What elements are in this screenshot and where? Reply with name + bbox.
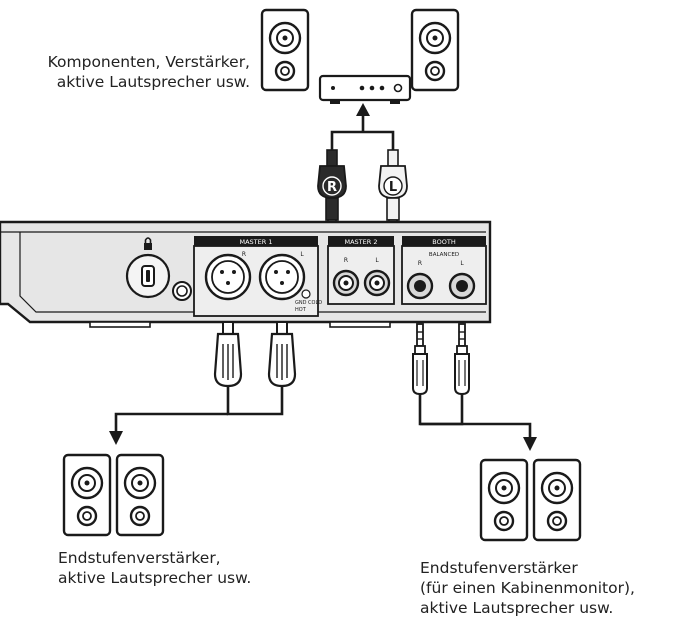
security-lock-slot [125,237,171,299]
trs-cable-to-booth [418,394,537,451]
bottom-left-speaker-2 [115,453,165,537]
arrow-down-left-icon [109,431,123,445]
master2-rca-right-jack [332,269,360,297]
booth-r-label: R [418,260,422,267]
master1-header: MASTER 1 [240,238,273,246]
device-rear-panel: MASTER 1 R L GND COLD HOT [0,220,492,328]
master2-r-label: R [344,257,348,264]
booth-trs-left-jack [448,272,476,300]
master1-pin-label: GND COLD [295,300,322,306]
pin-diagram-icon [301,289,311,299]
trs-plug-right [412,323,428,395]
xlr-plug-left [267,320,297,388]
master2-l-label: L [375,257,379,264]
booth-header: BOOTH [432,238,456,246]
rca-left-label: L [389,180,397,195]
master1-hot-label: HOT [295,307,307,313]
top-speaker-left [260,8,310,92]
master1-r-label: R [242,251,246,258]
arrow-down-right-icon [523,437,537,451]
label-bottom-right-line1: Endstufenverstärker [420,559,578,577]
bottom-right-speaker-1 [479,458,529,542]
label-top-line2: aktive Lautsprecher usw. [56,73,250,91]
trs-plug-left [454,323,470,395]
label-bottom-left-amplifiers: Endstufenverstärker, aktive Lautsprecher… [58,548,251,588]
master2-rca-left-jack [363,269,391,297]
label-top-components: Komponenten, Verstärker, aktive Lautspre… [8,52,250,92]
master1-l-label: L [300,251,304,258]
booth-trs-right-jack [406,272,434,300]
booth-l-label: L [460,260,464,267]
label-bottom-right-line2: (für einen Kabinenmonitor), [420,579,635,597]
xlr-cable-to-amplifiers [109,386,284,445]
label-bottom-right-line3: aktive Lautsprecher usw. [420,599,614,617]
rca-right-label: R [327,180,337,195]
master2-header: MASTER 2 [345,238,378,246]
label-bottom-left-line2: aktive Lautsprecher usw. [58,569,252,587]
top-amplifier [318,74,412,104]
rca-cable-to-amplifier [330,103,395,150]
label-bottom-left-line1: Endstufenverstärker, [58,549,221,567]
bottom-left-speaker-1 [62,453,112,537]
master1-xlr-left-jack [258,253,306,301]
xlr-plug-right [213,320,243,388]
bottom-right-speaker-2 [532,458,582,542]
master2-section: MASTER 2 R L [327,236,395,305]
master1-section: MASTER 1 R L GND COLD HOT [193,236,322,317]
ground-terminal [172,281,192,301]
master1-xlr-right-jack [204,253,252,301]
booth-section: BOOTH BALANCED R L [401,236,487,305]
booth-balanced-label: BALANCED [429,252,459,258]
lock-icon [144,237,152,250]
top-speaker-right [410,8,460,92]
label-top-line1: Komponenten, Verstärker, [47,53,250,71]
label-bottom-right-booth-amplifiers: Endstufenverstärker (für einen Kabinenmo… [420,558,635,618]
arrow-up-icon [356,103,370,116]
